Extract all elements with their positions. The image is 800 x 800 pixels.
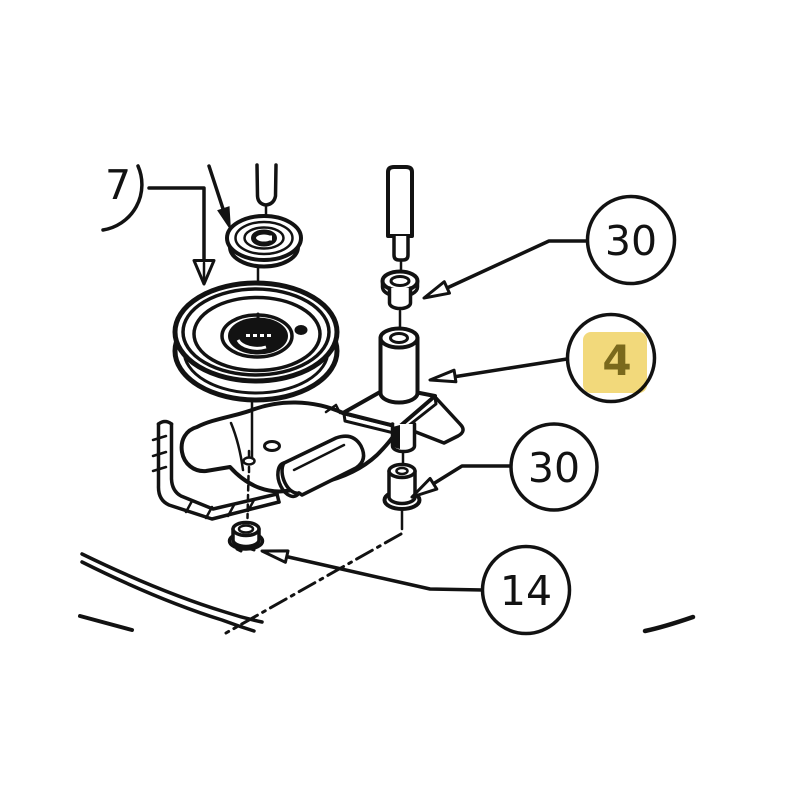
- leader-4-arrowhead: [428, 368, 458, 384]
- channel-body: [280, 434, 366, 497]
- callout-4-label: 4: [602, 336, 631, 385]
- leader-7: [147, 186, 216, 286]
- leader-14-line: [282, 554, 485, 592]
- small-pulley-bolt: [255, 163, 278, 207]
- spacer-body: [378, 336, 420, 405]
- small-pulley-hub-slot: [263, 235, 272, 241]
- bushing-top-body: [387, 286, 413, 311]
- nut-top: [231, 520, 261, 538]
- leader-14: [260, 549, 485, 592]
- callout-30-top-circle[interactable]: [585, 194, 677, 286]
- pulley-face-hole: [294, 325, 308, 335]
- part-30-bottom-bushing: [382, 462, 422, 511]
- rod-outer-line: [156, 422, 281, 521]
- spacer-hole: [389, 332, 409, 344]
- rod-end-cap: [275, 492, 281, 504]
- callout-30-top-label: 30: [605, 217, 657, 265]
- deck-arc-left-small: [78, 614, 134, 632]
- part-7-small-pulley: [225, 203, 303, 284]
- small-pulley-hub: [251, 229, 277, 247]
- bushing-bottom-body: [387, 469, 417, 506]
- arm-bend-mark: [324, 403, 342, 415]
- deck-arc-outer: [80, 552, 264, 624]
- deck-arc-right-small: [642, 614, 696, 634]
- leader-14-arrowhead: [260, 549, 290, 564]
- spacer-lower-shadow: [392, 425, 400, 449]
- callout-7-label: 7: [105, 161, 131, 209]
- leader-30-bottom: [410, 464, 514, 499]
- center-bolt: [386, 165, 414, 272]
- pulley-hub-dots: [246, 334, 271, 337]
- nut-hole: [237, 524, 255, 534]
- callout-30-bottom-label: 30: [528, 444, 580, 492]
- callout-14[interactable]: 14: [480, 544, 572, 636]
- leader-small-pulley: [207, 164, 231, 231]
- bushing-bottom-top: [387, 462, 417, 480]
- callout-14-circle[interactable]: [480, 544, 572, 636]
- nut-mark-left: [235, 547, 243, 553]
- belt-guide-channel: [276, 434, 366, 499]
- channel-inner-line: [292, 443, 346, 472]
- leader-30-top-arrowhead: [422, 280, 451, 300]
- leader-4: [428, 357, 569, 384]
- leader-30-bottom-arrowhead: [410, 476, 439, 499]
- rod-hatch-marks: [151, 434, 256, 520]
- part-4-spacer: [378, 326, 420, 405]
- support-rod: [151, 419, 281, 521]
- pulley-face-ring: [192, 295, 322, 373]
- spacer-lower-section: [390, 422, 417, 454]
- nut-mark-right: [249, 547, 256, 552]
- callout-7-arc[interactable]: [101, 164, 144, 232]
- leader-4-line: [451, 357, 569, 379]
- leader-30-top: [422, 239, 590, 300]
- arm-hole: [263, 440, 281, 452]
- leader-30-top-line: [445, 239, 590, 290]
- deck-edge-lines: [78, 552, 696, 634]
- arm-fold-line: [229, 421, 245, 472]
- arm-tab: [401, 396, 465, 445]
- small-pulley-ring1: [234, 220, 294, 256]
- bolt-shaft: [386, 165, 414, 238]
- small-pulley-ring2: [243, 226, 285, 250]
- channel-open-end: [276, 461, 301, 499]
- pivot-to-nut-dashed-line: [246, 474, 250, 520]
- bushing-top-flange: [380, 269, 420, 293]
- pulley-hub-highlight: [236, 339, 267, 350]
- callout-14-label: 14: [500, 567, 552, 615]
- spacer-top: [378, 326, 420, 350]
- bushing-top-hole: [389, 275, 411, 287]
- leader-small-pulley-arrowhead: [217, 206, 231, 231]
- bolt-tip: [392, 234, 410, 262]
- leader-30-bottom-line: [431, 464, 514, 486]
- arm-pivot-hole: [242, 456, 256, 466]
- rod-inner-line: [169, 422, 279, 511]
- callout-30-bottom-circle[interactable]: [509, 422, 599, 512]
- centerline-dash-dot: [224, 532, 403, 635]
- callout-30-top[interactable]: 30: [585, 194, 677, 286]
- deck-arc-inner: [80, 560, 256, 633]
- leader-7-line: [147, 186, 206, 262]
- part-7-large-pulley: [172, 280, 340, 403]
- part-14-flange-nut: [227, 520, 265, 553]
- bushing-bottom-hole: [395, 466, 409, 476]
- callout-4-highlight: [583, 332, 647, 393]
- callout-30-bottom[interactable]: 30: [509, 422, 599, 512]
- callout-4[interactable]: 4: [565, 312, 657, 404]
- pulley-top-ring: [181, 287, 331, 377]
- part-30-top-bushing: [380, 269, 420, 311]
- rod-top-cap: [156, 419, 174, 426]
- callout-7[interactable]: 7: [101, 161, 144, 232]
